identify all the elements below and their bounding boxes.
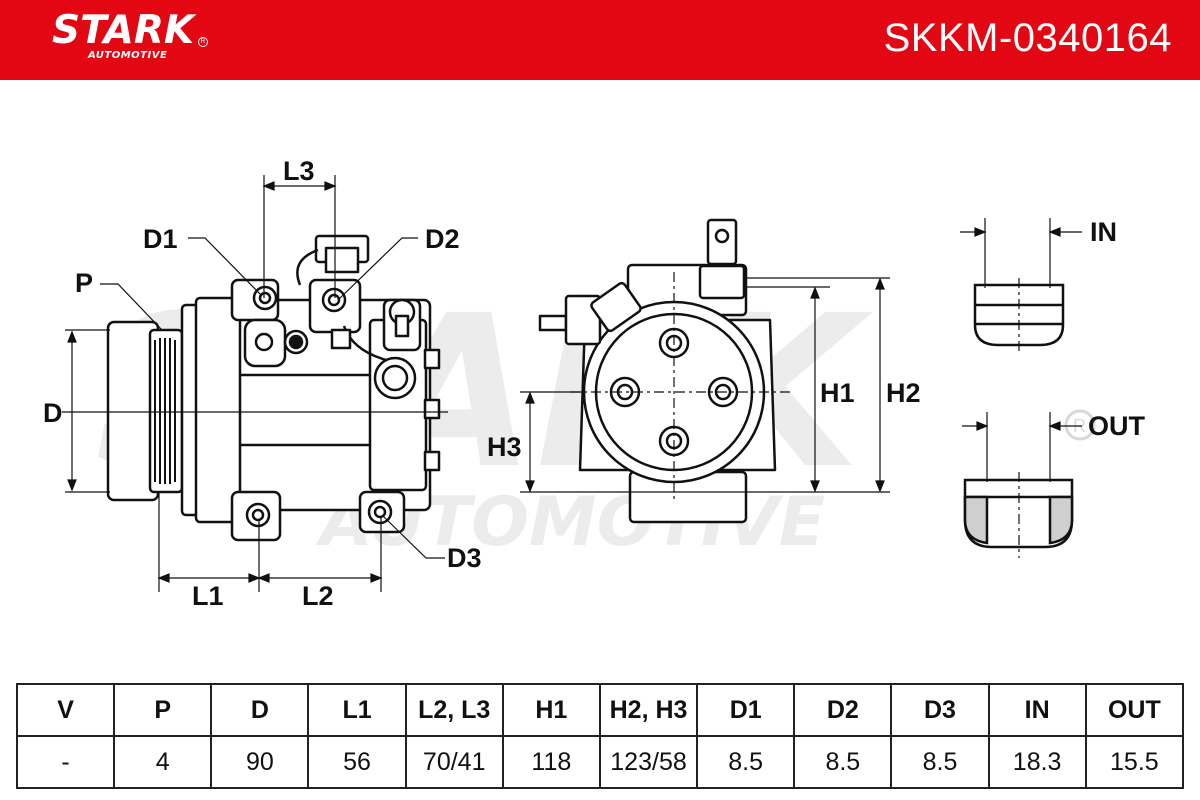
compressor-side-view xyxy=(106,234,441,542)
part-number: SKKM-0340164 xyxy=(883,16,1172,60)
spec-header-cell: D3 xyxy=(890,683,990,737)
header-bar: STARK R AUTOMOTIVE SKKM-0340164 xyxy=(0,0,1200,80)
spec-value-cell: 4 xyxy=(113,735,213,789)
spec-header-cell: V xyxy=(15,683,116,737)
spec-header-cell: L1 xyxy=(307,683,407,737)
label-h3: H3 xyxy=(487,432,522,462)
spec-value-cell: 15.5 xyxy=(1084,735,1185,789)
spec-header-cell: D2 xyxy=(793,683,893,737)
dimension-labels: L3 D1 D2 P D D3 L1 L2 H1 H2 H3 IN OUT xyxy=(43,156,1146,611)
label-h2: H2 xyxy=(886,378,921,408)
technical-drawing: STARK AUTOMOTIVE R xyxy=(0,80,1200,670)
brand-logo-subtitle: AUTOMOTIVE xyxy=(88,50,168,61)
spec-header-cell: D1 xyxy=(696,683,796,737)
spec-value-cell: 8.5 xyxy=(696,735,796,789)
registered-mark-icon: R xyxy=(198,37,208,47)
spec-header-cell: L2, L3 xyxy=(404,683,504,737)
fitting-dimensions xyxy=(960,218,1082,558)
label-h1: H1 xyxy=(820,378,855,408)
spec-value-cell: 90 xyxy=(210,735,310,789)
specification-table: V P D L1 L2, L3 H1 H2, H3 D1 D2 D3 IN OU… xyxy=(15,683,1185,789)
spec-value-cell: 56 xyxy=(307,735,407,789)
label-l2: L2 xyxy=(302,581,334,611)
brand-logo: STARK xyxy=(52,8,195,53)
spec-value-cell: 123/58 xyxy=(598,735,699,789)
spec-header-row: V P D L1 L2, L3 H1 H2, H3 D1 D2 D3 IN OU… xyxy=(15,683,1185,737)
spec-value-cell: 70/41 xyxy=(404,735,504,789)
label-out: OUT xyxy=(1088,411,1146,441)
spec-header-cell: H2, H3 xyxy=(598,683,699,737)
side-view-dimensions xyxy=(62,175,448,592)
fitting-out xyxy=(963,478,1074,549)
spec-header-cell: H1 xyxy=(501,683,601,737)
spec-value-cell: 8.5 xyxy=(793,735,893,789)
label-d: D xyxy=(43,398,63,428)
label-d2: D2 xyxy=(425,224,460,254)
label-in: IN xyxy=(1090,217,1117,247)
label-d3: D3 xyxy=(447,543,482,573)
front-view-dimensions xyxy=(520,272,890,500)
label-l1: L1 xyxy=(192,581,224,611)
spec-value-cell: 118 xyxy=(501,735,601,789)
spec-header-cell: P xyxy=(113,683,213,737)
spec-value-cell: 18.3 xyxy=(987,735,1087,789)
spec-header-cell: OUT xyxy=(1084,683,1185,737)
label-l3: L3 xyxy=(283,156,315,186)
spec-header-cell: IN xyxy=(987,683,1087,737)
spec-value-cell: - xyxy=(15,735,116,789)
spec-header-cell: D xyxy=(210,683,310,737)
label-d1: D1 xyxy=(143,224,178,254)
spec-value-cell: 8.5 xyxy=(890,735,990,789)
label-p: P xyxy=(75,268,93,298)
spec-value-row: - 4 90 56 70/41 118 123/58 8.5 8.5 8.5 1… xyxy=(15,735,1185,789)
